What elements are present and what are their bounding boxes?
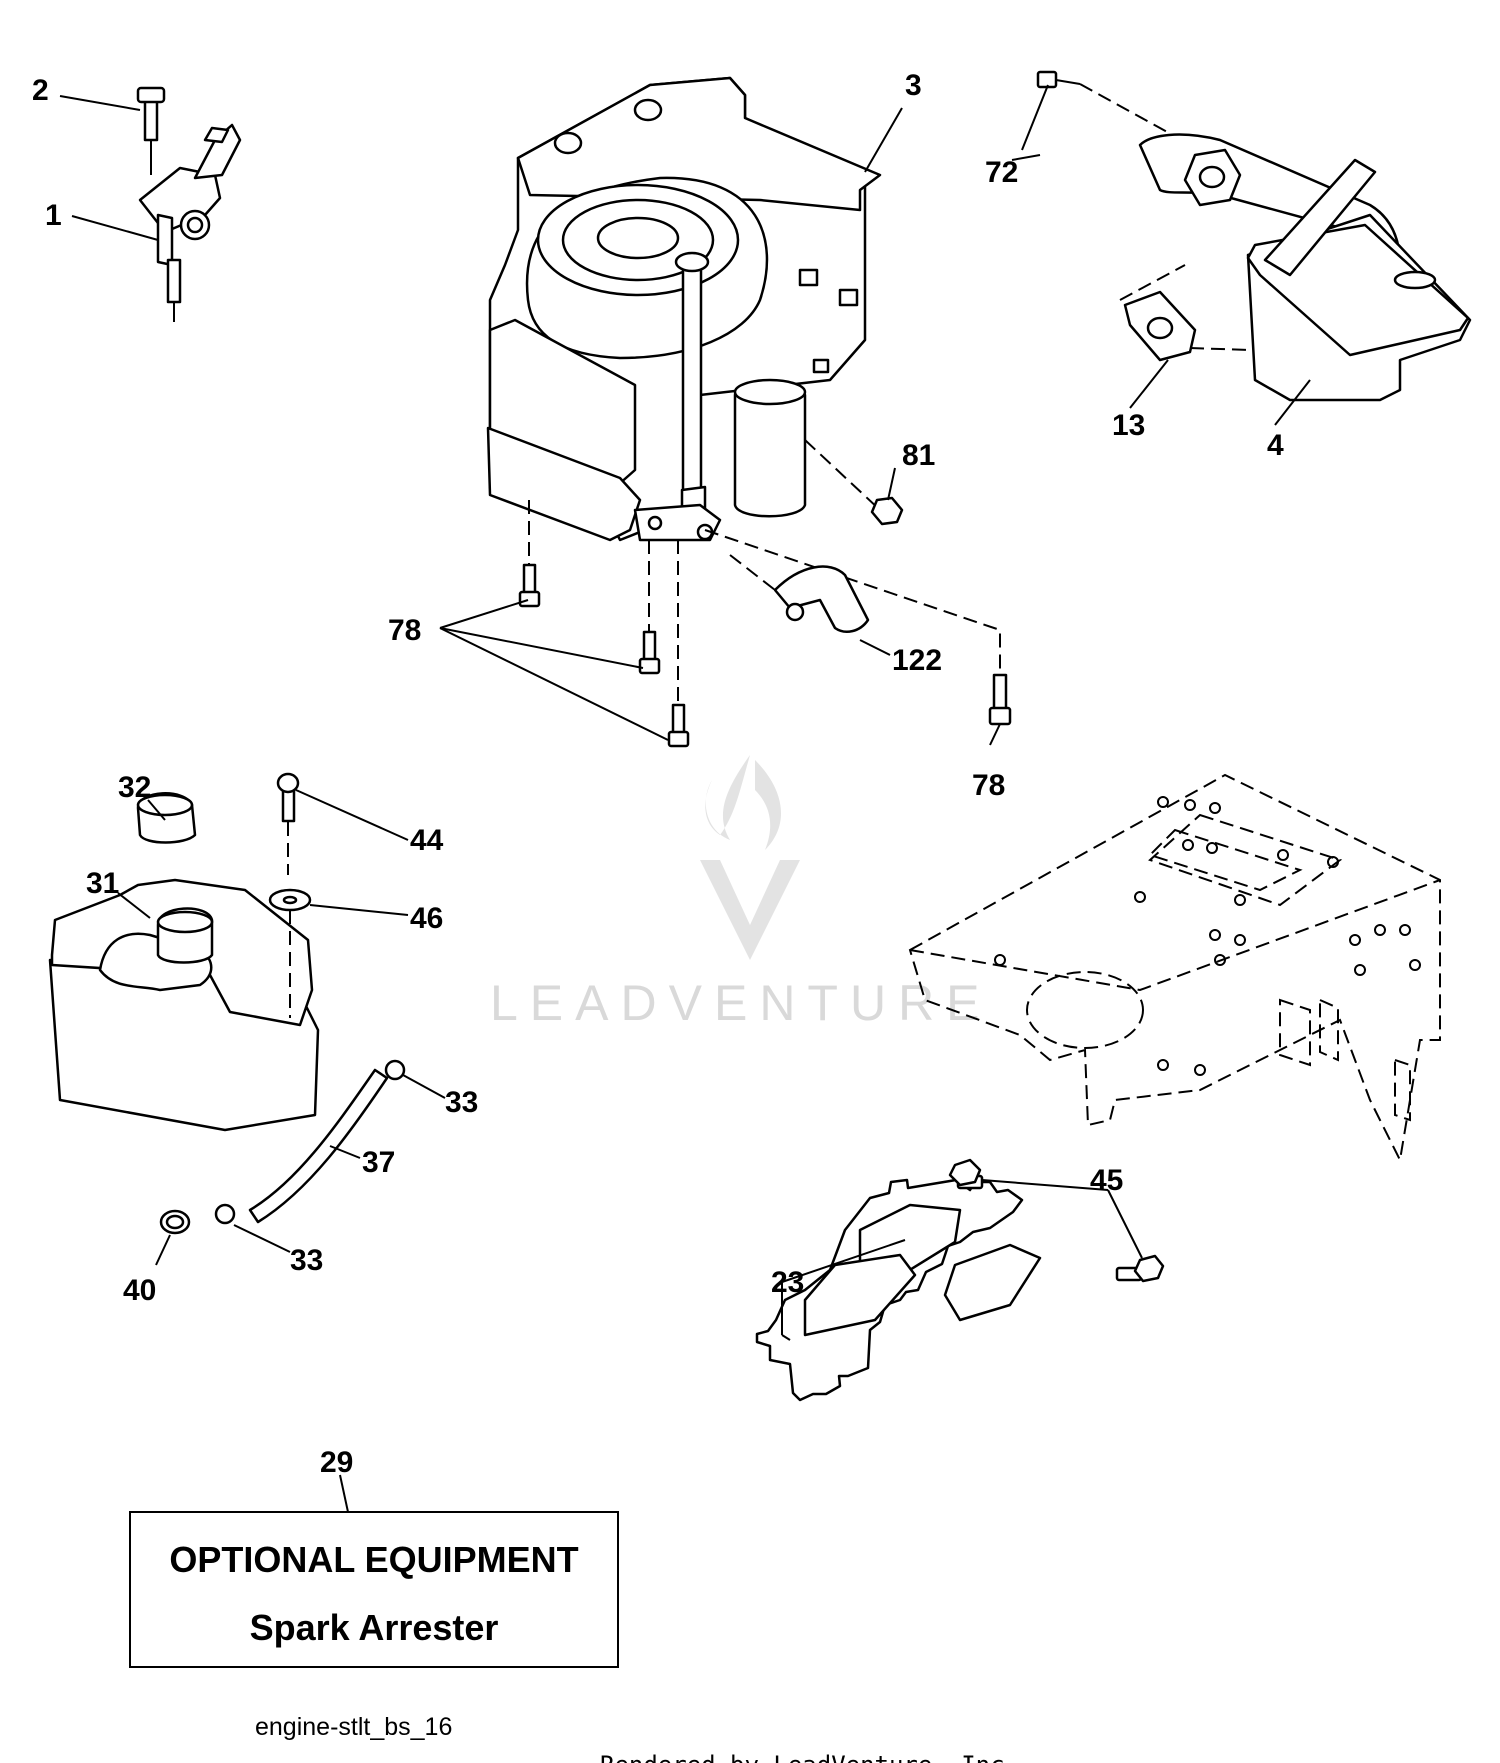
- optional-equipment-title: OPTIONAL EQUIPMENT: [169, 1539, 578, 1580]
- render-footer: Rendered by LeadVenture, Inc.: [600, 1751, 1019, 1763]
- engine-hardware: [518, 439, 1012, 748]
- callout-122: 122: [892, 644, 942, 677]
- callout-78-right: 78: [972, 769, 1005, 802]
- optional-equipment-item: Spark Arrester: [250, 1607, 499, 1648]
- watermark-text: LEADVENTURE: [490, 975, 992, 1031]
- drawing-code: engine-stlt_bs_16: [255, 1713, 452, 1741]
- fuel-line-parts: [159, 1059, 406, 1235]
- callout-40: 40: [123, 1274, 156, 1307]
- callout-45: 45: [1090, 1164, 1123, 1197]
- callout-29: 29: [320, 1446, 353, 1479]
- frame-outline: [908, 773, 1441, 1164]
- callout-44: 44: [410, 824, 444, 857]
- callout-33-lower: 33: [290, 1244, 323, 1277]
- callout-78-left: 78: [388, 614, 421, 647]
- callout-13: 13: [1112, 409, 1145, 442]
- callout-2: 2: [32, 74, 49, 107]
- fuel-tank-part: [48, 772, 320, 1132]
- heat-shield-plate: [755, 1158, 1165, 1402]
- callout-3: 3: [905, 69, 922, 102]
- engine-part: [486, 76, 882, 542]
- callout-46: 46: [410, 902, 443, 935]
- callout-23: 23: [771, 1266, 804, 1299]
- callout-1: 1: [45, 199, 62, 232]
- callout-81: 81: [902, 439, 935, 472]
- optional-equipment-box: OPTIONAL EQUIPMENT Spark Arrester: [129, 1511, 619, 1668]
- callout-32: 32: [118, 771, 151, 804]
- callout-31: 31: [86, 867, 119, 900]
- callout-37: 37: [362, 1146, 395, 1179]
- throttle-control-part: [136, 86, 242, 322]
- watermark: LEADVENTURE: [490, 755, 992, 1031]
- callout-33-upper: 33: [445, 1086, 478, 1119]
- callout-72: 72: [985, 156, 1018, 189]
- leader-lines: [59, 84, 1311, 1513]
- muffler-part: [1036, 70, 1472, 402]
- callout-4: 4: [1267, 429, 1284, 462]
- callout-labels: 2 1 3 72 13 4 81 78 122 78 32 44 31 46 3…: [32, 69, 1284, 1479]
